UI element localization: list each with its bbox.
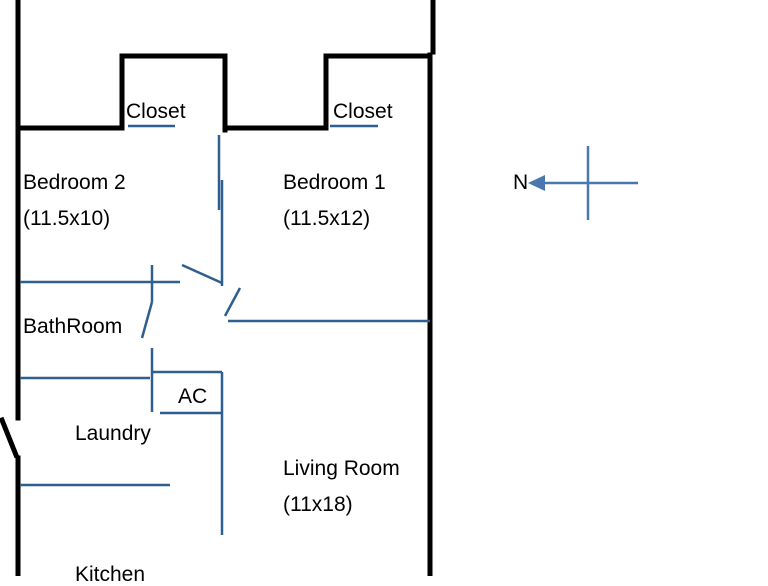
closet-left-outline [15, 53, 228, 133]
interior-walls [20, 124, 430, 535]
living-room-name: Living Room [283, 457, 400, 480]
compass-north-label: N [513, 171, 529, 194]
kitchen-label: Kitchen [75, 563, 146, 586]
entry-door-jamb [0, 416, 20, 459]
closet-right-label: Closet [333, 100, 393, 123]
living-room-size: (11x18) [283, 493, 353, 516]
bedroom1-door-swing [181, 263, 223, 285]
laundry-label: Laundry [75, 422, 151, 445]
ac-label: AC [178, 385, 208, 408]
closet-right-outline [222, 53, 433, 131]
compass [528, 146, 638, 220]
bath-door-swing [140, 301, 154, 339]
closet-left-label: Closet [126, 100, 186, 123]
bedroom2-size: (11.5x10) [23, 207, 111, 230]
outer-walls [0, 0, 436, 576]
bedroom1-size: (11.5x12) [283, 207, 371, 230]
bathroom-label: BathRoom [23, 315, 123, 338]
bedroom2-name: Bedroom 2 [23, 171, 126, 194]
bedroom1-name: Bedroom 1 [283, 171, 386, 194]
bedroom1-door-leaf [223, 287, 242, 317]
north-arrow-icon [528, 175, 545, 191]
